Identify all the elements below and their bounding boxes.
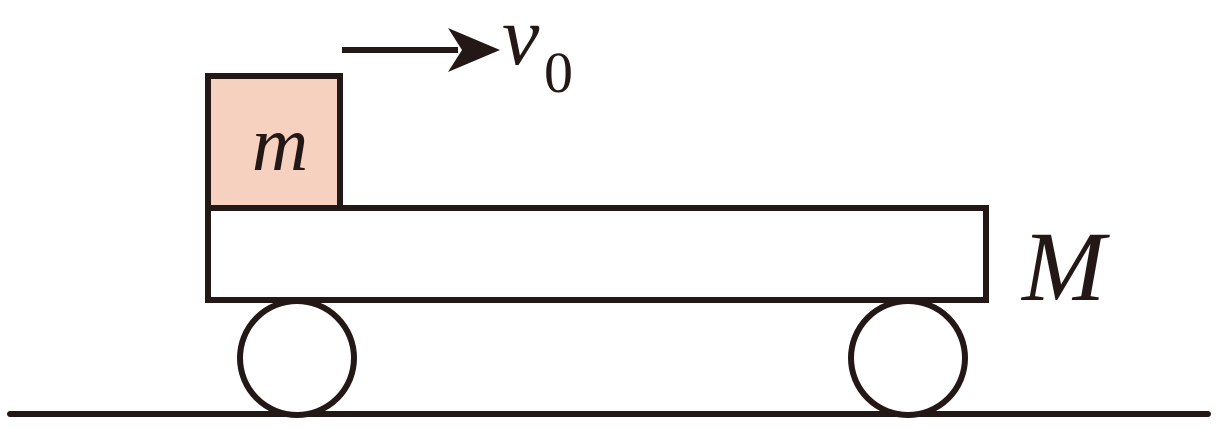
velocity-arrow-head xyxy=(448,28,500,72)
block xyxy=(205,73,343,211)
velocity-subscript-label: 0 xyxy=(544,40,573,105)
front-wheel xyxy=(848,298,968,418)
cart-mass-label: M xyxy=(1020,211,1110,322)
cart-board xyxy=(205,205,989,303)
velocity-symbol-label: v xyxy=(502,0,540,83)
rear-wheel xyxy=(237,298,357,418)
block-mass-label: m xyxy=(252,100,308,187)
